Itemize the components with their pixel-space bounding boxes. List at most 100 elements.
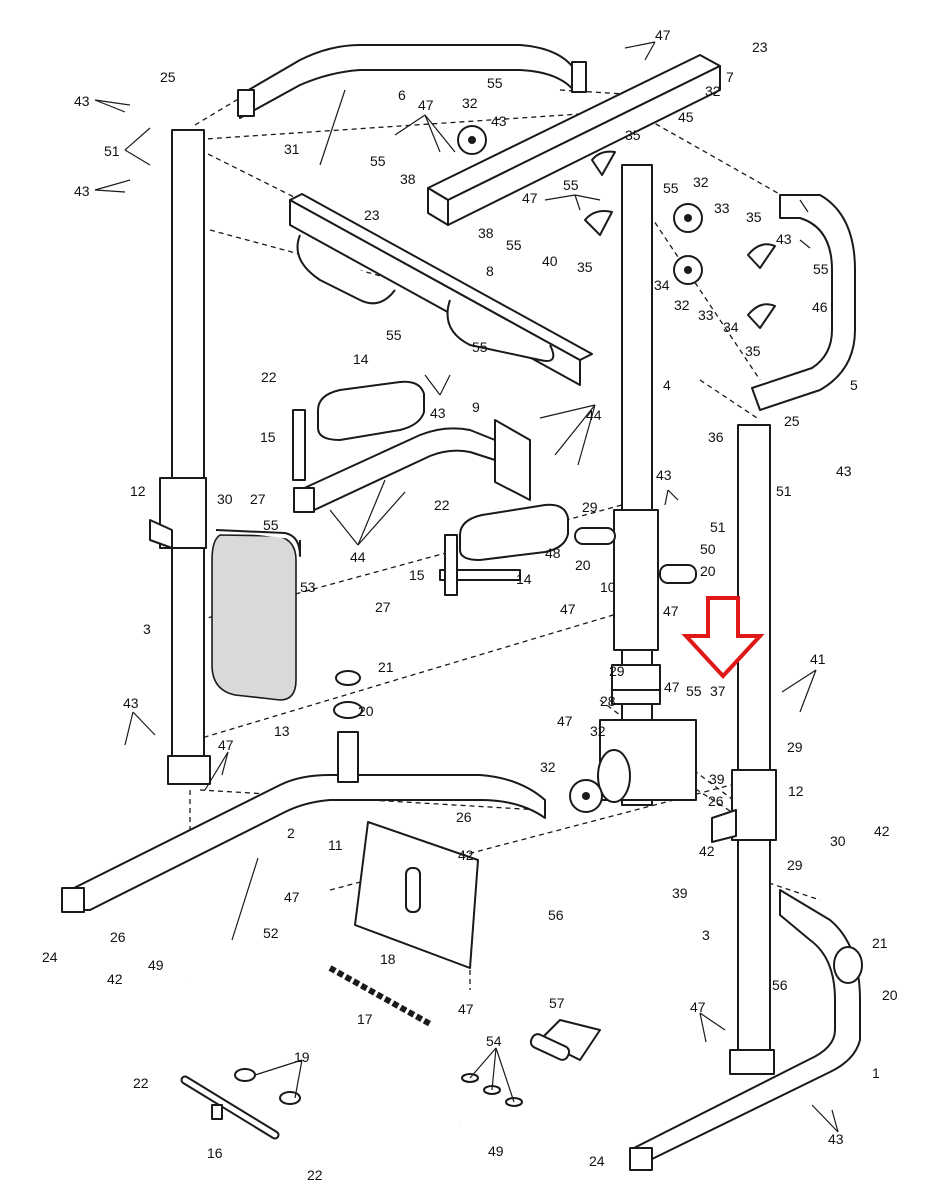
callout-label: 51 bbox=[710, 519, 726, 535]
pullup-bar-tube bbox=[289, 193, 593, 386]
callout-label: 28 bbox=[600, 693, 616, 709]
callout-label: 49 bbox=[488, 1143, 504, 1159]
callout-label: 20 bbox=[358, 703, 374, 719]
callout-label: 3 bbox=[702, 927, 710, 943]
callout-label: 44 bbox=[586, 407, 602, 423]
callout-label: 17 bbox=[357, 1011, 373, 1027]
curl-bar bbox=[189, 978, 462, 1127]
callout-label: 39 bbox=[672, 885, 688, 901]
pulley-mid-1 bbox=[673, 203, 703, 233]
callout-label: 47 bbox=[663, 603, 679, 619]
back-pad bbox=[211, 529, 301, 701]
callout-label: 39 bbox=[709, 771, 725, 787]
callout-label: 22 bbox=[261, 369, 277, 385]
callout-label: 43 bbox=[828, 1131, 844, 1147]
callout-label: 10 bbox=[600, 579, 616, 595]
callout-label: 52 bbox=[263, 925, 279, 941]
callout-label: 26 bbox=[110, 929, 126, 945]
callout-label: 31 bbox=[284, 141, 300, 157]
callout-label: 51 bbox=[104, 143, 120, 159]
callout-label: 47 bbox=[418, 97, 434, 113]
seat-pad-lower bbox=[459, 503, 569, 561]
callout-label: 55 bbox=[386, 327, 402, 343]
pulley-top bbox=[457, 125, 487, 155]
callout-label: 27 bbox=[375, 599, 391, 615]
spring-clips bbox=[234, 1068, 301, 1105]
callout-label: 49 bbox=[148, 957, 164, 973]
callout-label: 23 bbox=[752, 39, 768, 55]
right-upright bbox=[711, 424, 777, 1075]
pop-pin-upper bbox=[319, 89, 346, 166]
callout-label: 15 bbox=[260, 429, 276, 445]
callout-label: 25 bbox=[784, 413, 800, 429]
callout-label: 15 bbox=[409, 567, 425, 583]
callout-label: 26 bbox=[708, 793, 724, 809]
callout-label: 34 bbox=[723, 319, 739, 335]
callout-label: 33 bbox=[698, 307, 714, 323]
callout-label: 47 bbox=[522, 190, 538, 206]
seat-post-upper bbox=[292, 409, 306, 481]
pulley-mid-2 bbox=[673, 255, 703, 285]
callout-label: 25 bbox=[160, 69, 176, 85]
callout-label: 55 bbox=[487, 75, 503, 91]
callout-label: 38 bbox=[400, 171, 416, 187]
callout-label: 32 bbox=[462, 95, 478, 111]
callout-label: 34 bbox=[654, 277, 670, 293]
pulley-cover-3 bbox=[747, 243, 776, 269]
stirrup-handle bbox=[529, 1019, 601, 1061]
callout-label: 47 bbox=[557, 713, 573, 729]
callout-label: 55 bbox=[813, 261, 829, 277]
chain bbox=[328, 965, 434, 1028]
right-arch bbox=[751, 194, 856, 411]
callout-label: 29 bbox=[582, 499, 598, 515]
callout-label: 32 bbox=[705, 83, 721, 99]
callout-leaders bbox=[94, 41, 839, 1133]
callout-label: 37 bbox=[710, 683, 726, 699]
pulley-cover-4 bbox=[747, 303, 776, 329]
callout-label: 42 bbox=[458, 847, 474, 863]
callout-label: 43 bbox=[74, 93, 90, 109]
callout-label: 22 bbox=[133, 1075, 149, 1091]
callout-label: 7 bbox=[726, 69, 734, 85]
callout-label: 35 bbox=[577, 259, 593, 275]
top-cross-tube bbox=[427, 54, 721, 226]
callout-label: 47 bbox=[655, 27, 671, 43]
callout-label: 47 bbox=[284, 889, 300, 905]
callout-label: 29 bbox=[787, 739, 803, 755]
callout-label: 43 bbox=[430, 405, 446, 421]
callout-label: 43 bbox=[123, 695, 139, 711]
callout-label: 29 bbox=[787, 857, 803, 873]
callout-label: 55 bbox=[686, 683, 702, 699]
callout-label: 32 bbox=[674, 297, 690, 313]
callout-label: 53 bbox=[300, 579, 316, 595]
callout-label: 55 bbox=[563, 177, 579, 193]
callout-label: 57 bbox=[549, 995, 565, 1011]
callout-label: 56 bbox=[548, 907, 564, 923]
pulley-cover-2 bbox=[584, 210, 613, 236]
callout-label: 38 bbox=[478, 225, 494, 241]
callout-label: 20 bbox=[882, 987, 898, 1003]
callout-label: 5 bbox=[850, 377, 858, 393]
callout-label: 21 bbox=[872, 935, 888, 951]
callout-label: 42 bbox=[107, 971, 123, 987]
callout-label: 24 bbox=[589, 1153, 605, 1169]
callout-label: 55 bbox=[506, 237, 522, 253]
pulley-bottom bbox=[569, 779, 603, 813]
callout-label: 41 bbox=[810, 651, 826, 667]
callout-label: 16 bbox=[207, 1145, 223, 1161]
callout-label: 32 bbox=[693, 174, 709, 190]
callout-label: 47 bbox=[690, 999, 706, 1015]
callout-label: 35 bbox=[746, 209, 762, 225]
callout-label: 32 bbox=[590, 723, 606, 739]
short-handle bbox=[180, 1075, 280, 1140]
callout-label: 35 bbox=[625, 127, 641, 143]
callout-label: 19 bbox=[294, 1049, 310, 1065]
callout-label: 55 bbox=[263, 517, 279, 533]
callout-label: 43 bbox=[776, 231, 792, 247]
seat-frame bbox=[293, 419, 531, 581]
callout-label: 47 bbox=[218, 737, 234, 753]
callout-label: 46 bbox=[812, 299, 828, 315]
callout-label: 43 bbox=[491, 113, 507, 129]
